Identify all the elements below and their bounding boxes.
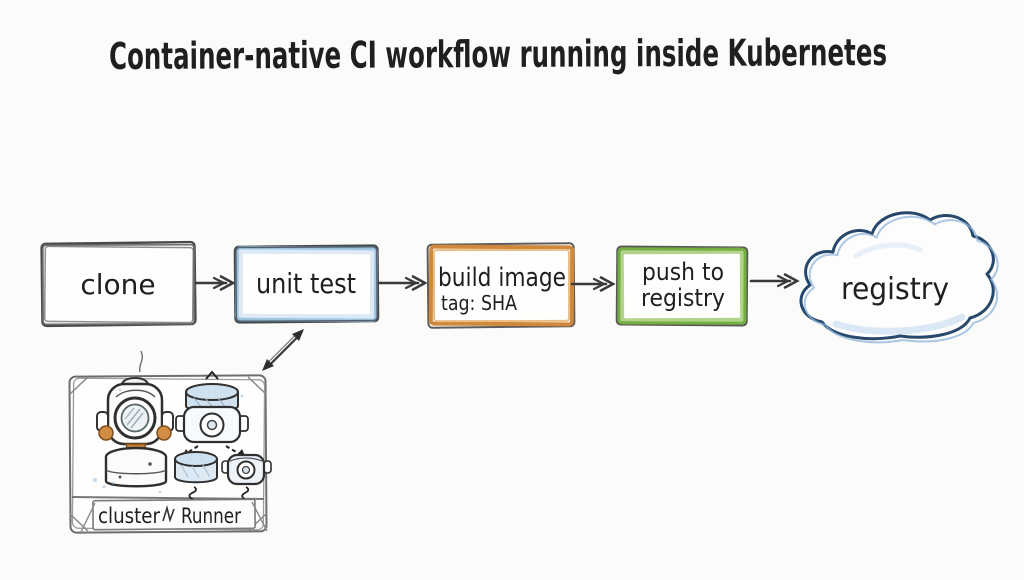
runner-label: Runner [181, 504, 241, 528]
node-unit-test: unit test [233, 244, 380, 324]
flow-arrow-icon [749, 273, 800, 289]
build-image-tag: tag: SHA [441, 291, 517, 315]
cluster-label: cluster [98, 504, 160, 528]
cluster-label-band: cluster Runner [79, 498, 268, 535]
node-registry-cloud: registry [799, 211, 999, 344]
unit-test-label: unit test [256, 267, 356, 300]
cluster-runner-panel: cluster Runner [68, 350, 272, 535]
registry-cloud-label: registry [841, 272, 949, 307]
node-clone: clone [40, 240, 197, 328]
diagram-title: Container-native CI workflow running ins… [109, 31, 887, 78]
cloud-icon [799, 211, 999, 344]
flow-arrow-icon [377, 275, 428, 291]
speckles [93, 388, 244, 494]
runner-robot-icon [96, 377, 174, 488]
bidirectional-arrow-icon [262, 329, 304, 371]
scribble-mark [162, 505, 175, 523]
push-label-line2: registry [641, 284, 725, 312]
build-image-label: build image [438, 263, 566, 293]
flow-arrow-icon [194, 275, 236, 291]
flow-arrow-icon [570, 276, 616, 292]
push-label-line1: push to [642, 258, 724, 286]
node-build-image: build image tag: SHA [426, 242, 576, 329]
pod-icon [174, 370, 272, 501]
clone-label: clone [80, 268, 155, 301]
node-push-to-registry: push to registry [615, 245, 749, 327]
